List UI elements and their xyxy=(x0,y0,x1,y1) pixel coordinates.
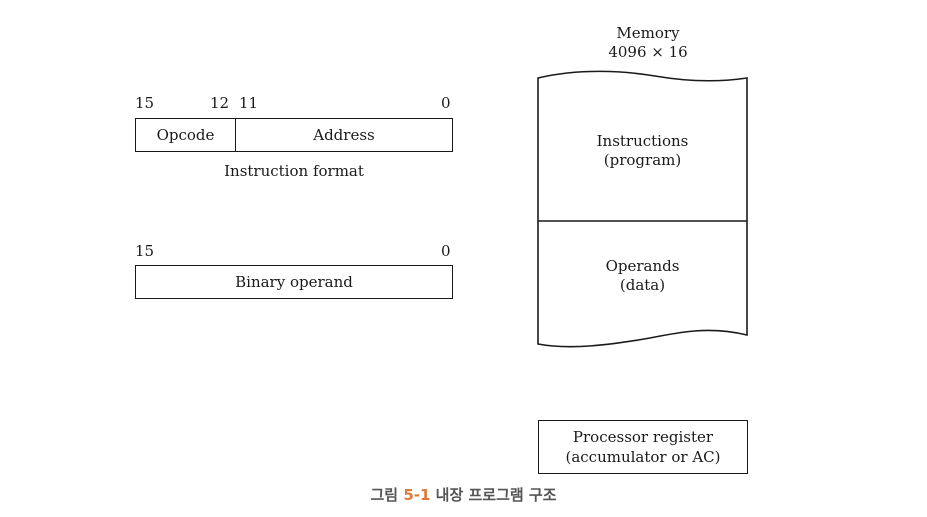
bit-12-label: 12 xyxy=(210,94,230,112)
operands-sublabel: (data) xyxy=(619,276,666,294)
bit-11-label: 11 xyxy=(239,94,259,112)
instruction-format-box: Opcode Address xyxy=(135,118,453,152)
instructions-sublabel: (program) xyxy=(603,151,682,169)
bit-15-label: 15 xyxy=(135,94,155,112)
memory-size: 4096 × 16 xyxy=(608,43,688,61)
operands-label: Operands xyxy=(605,257,680,275)
binary-operand-box: Binary operand xyxy=(135,265,453,299)
address-field: Address xyxy=(313,126,375,144)
memory-block-outline xyxy=(537,70,748,348)
operand-bit-0-label: 0 xyxy=(441,242,451,260)
figure-caption: 그림 5-1 내장 프로그램 구조 xyxy=(0,484,927,505)
binary-operand-label: Binary operand xyxy=(235,273,353,291)
figure-caption-number: 5-1 xyxy=(403,486,431,504)
processor-register-label: Processor register xyxy=(572,428,714,446)
bit-0-label: 0 xyxy=(441,94,451,112)
figure-caption-title: 내장 프로그램 구조 xyxy=(435,486,557,504)
instruction-format-caption: Instruction format xyxy=(224,162,364,180)
opcode-field: Opcode xyxy=(136,119,236,151)
memory-title: Memory xyxy=(616,24,680,42)
operand-bit-15-label: 15 xyxy=(135,242,155,260)
figure-caption-prefix: 그림 xyxy=(370,486,399,504)
processor-register-box: Processor register (accumulator or AC) xyxy=(538,420,748,474)
accumulator-label: (accumulator or AC) xyxy=(565,448,721,466)
instructions-label: Instructions xyxy=(596,132,689,150)
